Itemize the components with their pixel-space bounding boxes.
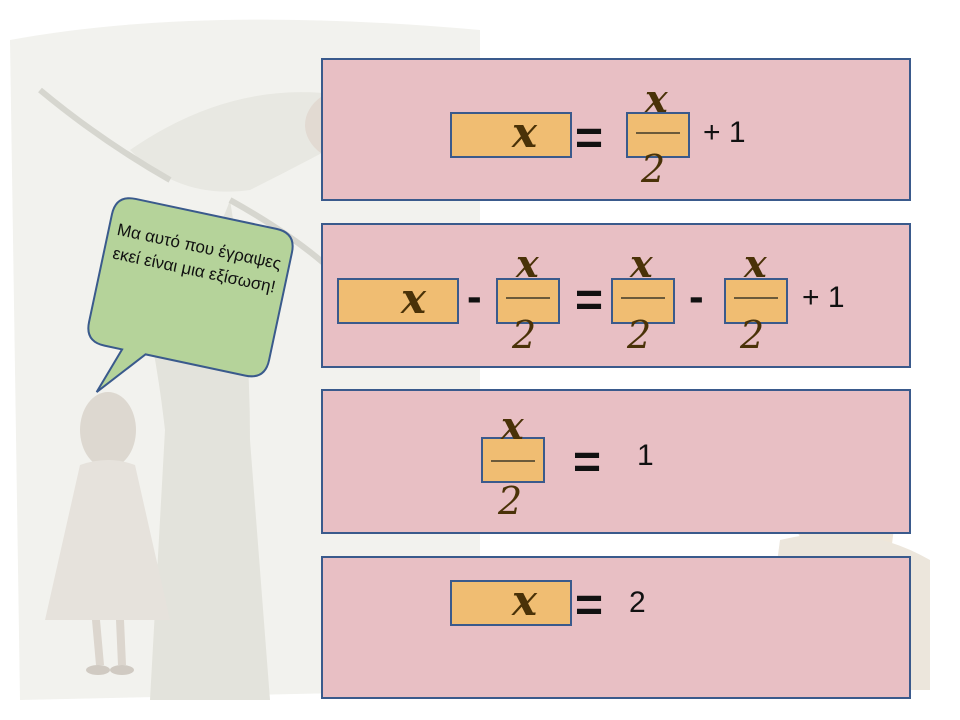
variable-x: x — [512, 108, 538, 157]
equation-panel-1: x = x 2 + 1 — [321, 58, 911, 201]
equals-sign: = — [575, 579, 604, 632]
fraction-numerator-x: x — [501, 403, 524, 448]
x-box — [450, 112, 572, 158]
rhs-value: 2 — [629, 586, 646, 619]
rhs-value: 1 — [637, 439, 654, 472]
equation-panel-3: x 2 = 1 — [321, 389, 911, 534]
fraction-denominator: 2 — [627, 313, 652, 357]
fraction-denominator: 2 — [498, 479, 523, 523]
fraction-bar — [621, 297, 665, 299]
fraction-bar — [491, 460, 535, 462]
equals-sign: = — [573, 436, 602, 489]
fraction-box — [724, 278, 788, 324]
minus-sign: - — [689, 272, 704, 321]
fraction-box — [496, 278, 560, 324]
fraction-numerator-x: x — [516, 241, 539, 286]
speech-bubble: Μα αυτό που έγραψες εκεί είναι μια εξίσω… — [70, 185, 305, 412]
equation-panel-4: x = 2 — [321, 556, 911, 699]
fraction-box — [611, 278, 675, 324]
variable-x: x — [401, 274, 427, 323]
rhs-term: + 1 — [703, 116, 746, 149]
fraction-bar — [734, 297, 778, 299]
fraction-bar — [506, 297, 550, 299]
equals-sign: = — [575, 274, 604, 327]
equals-sign: = — [575, 112, 604, 165]
fraction-denominator: 2 — [641, 147, 666, 191]
x-box — [450, 580, 572, 626]
fraction-denominator: 2 — [740, 313, 765, 357]
rhs-term: + 1 — [802, 281, 845, 314]
fraction-denominator: 2 — [512, 313, 537, 357]
variable-x: x — [512, 576, 538, 625]
fraction-numerator-x: x — [645, 76, 668, 121]
fraction-bar — [636, 132, 680, 134]
minus-sign: - — [467, 272, 482, 321]
equation-panel-2: x - x 2 = x 2 - x 2 + 1 — [321, 223, 911, 368]
x-box — [337, 278, 459, 324]
fraction-numerator-x: x — [630, 241, 653, 286]
fraction-box — [626, 112, 690, 158]
fraction-numerator-x: x — [744, 241, 767, 286]
